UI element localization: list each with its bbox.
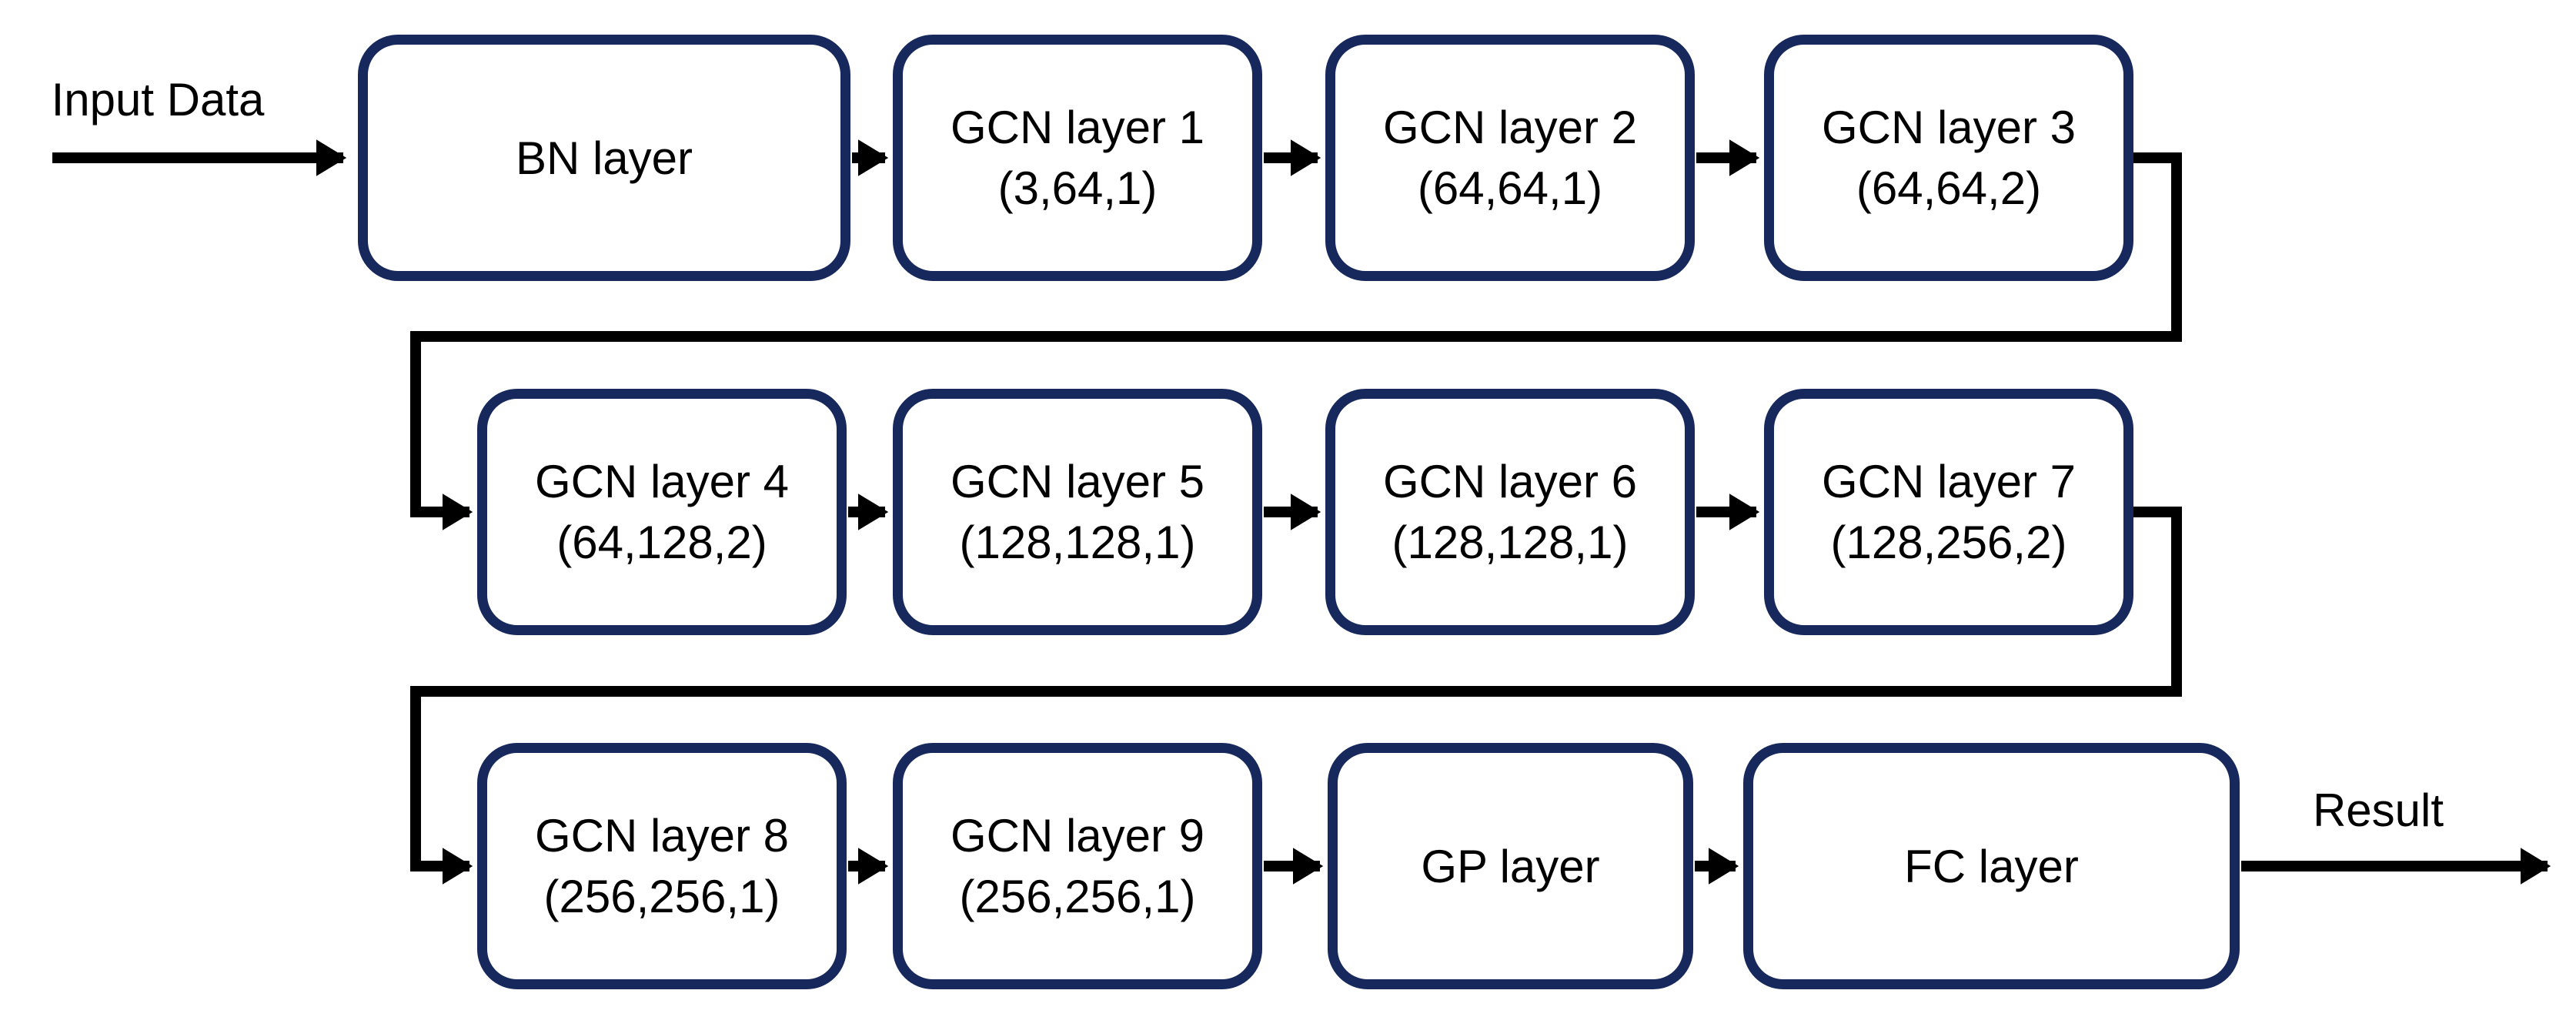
node-bn-layer: BN layer bbox=[358, 35, 850, 281]
node-params: (128,128,1) bbox=[959, 517, 1196, 568]
node-gcn-layer-8: GCN layer 8 (256,256,1) bbox=[477, 743, 847, 989]
connector-row1-to-row2 bbox=[410, 152, 2182, 530]
node-title: GCN layer 7 bbox=[1821, 456, 2077, 507]
node-gcn-layer-9: GCN layer 9 (256,256,1) bbox=[893, 743, 1262, 989]
node-title: GP layer bbox=[1421, 840, 1600, 892]
node-title: FC layer bbox=[1904, 840, 2079, 892]
node-title: GCN layer 3 bbox=[1821, 102, 2077, 153]
node-gcn-layer-1: GCN layer 1 (3,64,1) bbox=[893, 35, 1262, 281]
node-gcn-layer-2: GCN layer 2 (64,64,1) bbox=[1325, 35, 1695, 281]
node-params: (256,256,1) bbox=[543, 871, 780, 922]
node-gcn-layer-3: GCN layer 3 (64,64,2) bbox=[1764, 35, 2133, 281]
node-params: (64,64,1) bbox=[1417, 162, 1603, 214]
input-data-label: Input Data bbox=[51, 74, 265, 125]
node-title: GCN layer 9 bbox=[950, 810, 1205, 861]
node-params: (64,128,2) bbox=[556, 517, 767, 568]
node-title: GCN layer 8 bbox=[534, 810, 790, 861]
node-fc-layer: FC layer bbox=[1743, 743, 2240, 989]
node-title: GCN layer 6 bbox=[1382, 456, 1638, 507]
node-title: GCN layer 2 bbox=[1382, 102, 1638, 153]
node-title: GCN layer 1 bbox=[950, 102, 1205, 153]
node-params: (3,64,1) bbox=[997, 162, 1158, 214]
node-params: (256,256,1) bbox=[959, 871, 1196, 922]
node-gcn-layer-7: GCN layer 7 (128,256,2) bbox=[1764, 389, 2133, 635]
result-label: Result bbox=[2312, 784, 2444, 836]
node-title: GCN layer 5 bbox=[950, 456, 1205, 507]
node-params: (128,256,2) bbox=[1830, 517, 2067, 568]
node-gp-layer: GP layer bbox=[1328, 743, 1693, 989]
node-params: (64,64,2) bbox=[1856, 162, 2042, 214]
node-params: (128,128,1) bbox=[1392, 517, 1629, 568]
connector-row2-to-row3 bbox=[410, 507, 2182, 885]
node-title: GCN layer 4 bbox=[534, 456, 790, 507]
node-gcn-layer-6: GCN layer 6 (128,128,1) bbox=[1325, 389, 1695, 635]
node-gcn-layer-4: GCN layer 4 (64,128,2) bbox=[477, 389, 847, 635]
node-gcn-layer-5: GCN layer 5 (128,128,1) bbox=[893, 389, 1262, 635]
node-title: BN layer bbox=[515, 132, 693, 184]
